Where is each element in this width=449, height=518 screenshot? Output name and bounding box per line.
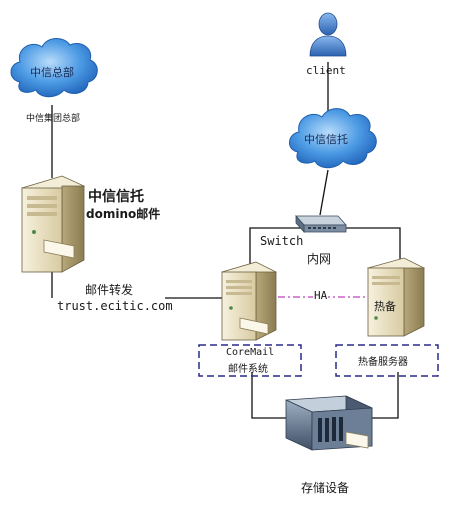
lan-label: 内网 [307, 252, 332, 266]
client-user-icon [309, 12, 347, 57]
dashed-boxes [198, 344, 439, 377]
storage-label: 存储设备 [301, 481, 350, 495]
hq-caption: 中信集团总部 [26, 114, 81, 124]
coremail-desc: 邮件系统 [228, 364, 268, 375]
domino-title: 中信信托 [88, 189, 144, 205]
standby-group-box [335, 344, 439, 377]
switch-left-line [249, 227, 305, 268]
trust-cloud-icon [289, 108, 377, 169]
standby-label: 热备 [374, 300, 396, 313]
cloud-to-switch-line [319, 169, 329, 216]
switch-right-line [340, 227, 401, 262]
switch-icon [295, 214, 347, 234]
connection-lines [51, 62, 401, 419]
coremail-server-icon [220, 261, 278, 341]
domino-subtitle: domino邮件 [86, 207, 161, 221]
forward-host: trust.ecitic.com [57, 299, 173, 313]
standby-caption: 热备服务器 [358, 357, 408, 368]
coremail-name: CoreMail [226, 347, 275, 358]
coremail-group-box [198, 344, 302, 377]
storage-device-icon [285, 395, 373, 451]
trust-cloud-label: 中信信托 [304, 133, 348, 146]
hq-cloud-icon [10, 38, 98, 98]
switch-label: Switch [260, 234, 304, 248]
forward-label: 邮件转发 [85, 283, 134, 297]
coremail-to-storage-line [251, 372, 292, 419]
standby-server-icon [366, 257, 426, 337]
client-label: client [306, 64, 346, 77]
hq-cloud-label: 中信总部 [30, 66, 74, 79]
ha-label: HA [313, 289, 329, 302]
standby-to-storage-line [368, 372, 399, 419]
domino-server-icon [20, 175, 86, 273]
